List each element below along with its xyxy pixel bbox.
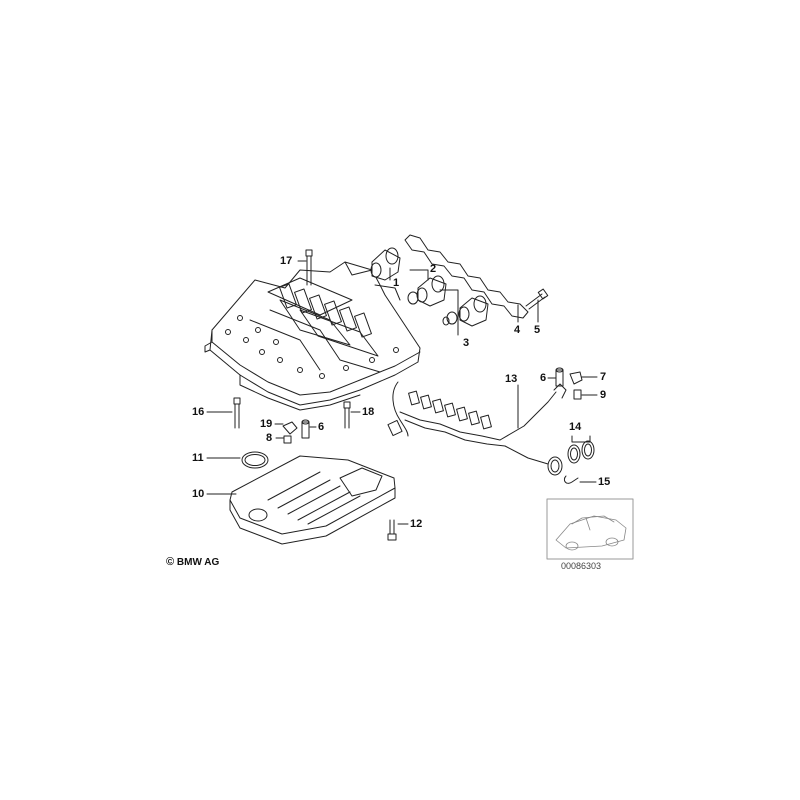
callout-18[interactable]: 18 [362,406,375,418]
callout-15[interactable]: 15 [598,476,611,488]
copyright-symbol: © [166,556,175,568]
o-ring-11[interactable] [241,451,269,469]
callout-13[interactable]: 13 [505,373,518,385]
clip-7[interactable] [569,371,583,385]
screw-9[interactable] [573,389,582,400]
callout-16[interactable]: 16 [192,406,205,418]
solenoid-1[interactable] [370,247,401,281]
callout-10[interactable]: 10 [192,488,205,500]
callout-6-left[interactable]: 6 [318,421,325,433]
bolt-18[interactable] [343,401,351,429]
callout-3[interactable]: 3 [463,337,470,349]
retaining-bracket[interactable] [404,234,529,319]
callout-12[interactable]: 12 [410,518,423,530]
callout-9[interactable]: 9 [600,389,607,401]
callout-17[interactable]: 17 [280,255,293,267]
leader-lines [206,260,598,525]
bolt-5[interactable] [525,288,549,310]
bolt-17[interactable] [305,249,313,286]
callout-7[interactable]: 7 [600,371,607,383]
bolt-12[interactable] [387,519,397,541]
callout-1[interactable]: 1 [393,277,400,289]
wiring-harness-13[interactable] [387,381,567,476]
callout-14[interactable]: 14 [569,421,582,433]
copyright-notice: © BMW AG [166,556,219,568]
callout-8[interactable]: 8 [266,432,273,444]
filter-10[interactable] [229,455,396,545]
solenoid-3[interactable] [442,295,489,327]
valve-body[interactable] [204,261,421,411]
sensor-6-left[interactable] [301,419,310,439]
callout-6-right[interactable]: 6 [540,372,547,384]
callout-2[interactable]: 2 [430,263,437,275]
clip-19[interactable] [282,421,298,435]
catalog-number: 00086303 [561,561,602,571]
bolt-16[interactable] [233,397,241,429]
callout-5[interactable]: 5 [534,324,541,336]
clip-15[interactable] [563,475,579,484]
solenoid-2[interactable] [407,275,447,307]
o-rings-14[interactable] [567,440,595,464]
copyright-text: BMW AG [176,557,220,568]
vehicle-thumbnail [546,498,634,560]
screw-8[interactable] [283,435,292,444]
sensor-6-right[interactable] [555,367,564,387]
callout-4[interactable]: 4 [514,324,521,336]
callout-19[interactable]: 19 [260,418,273,430]
callout-11[interactable]: 11 [192,452,204,464]
